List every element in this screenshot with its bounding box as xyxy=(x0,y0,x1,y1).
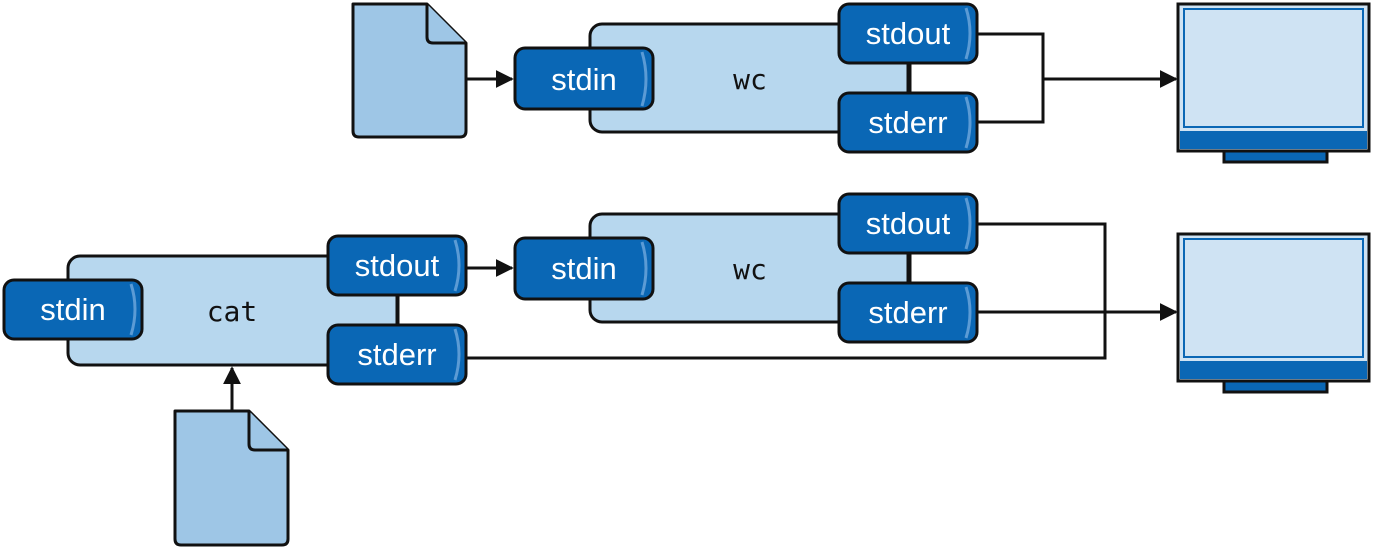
monitor-icon xyxy=(1176,2,1371,164)
stderr-stream: stderr xyxy=(326,323,468,386)
stdin-label: stdin xyxy=(551,62,616,97)
stdin-stream: stdin xyxy=(513,46,655,111)
process-label: cat xyxy=(207,295,258,328)
monitor-icon xyxy=(1176,232,1371,394)
stderr-label: stderr xyxy=(868,295,947,330)
stdout-stream: stdout xyxy=(837,2,979,65)
stderr-label: stderr xyxy=(868,105,947,140)
stderr-stream: stderr xyxy=(837,281,979,344)
stdout-stream: stdout xyxy=(326,234,468,297)
stdin-stream: stdin xyxy=(2,278,144,341)
file-icon xyxy=(173,409,290,547)
file-icon xyxy=(351,2,468,139)
stdin-stream: stdin xyxy=(513,236,655,301)
stdout-to-screen-line xyxy=(466,222,1107,360)
stdout-label: stdout xyxy=(866,16,951,51)
stderr-stream: stderr xyxy=(837,91,979,154)
bottom-pipeline: cat stdin stdout stderr xyxy=(2,192,1371,547)
stdout-to-screen-line xyxy=(977,32,1045,124)
stderr-label: stderr xyxy=(357,337,436,372)
stdin-label: stdin xyxy=(40,292,105,327)
process-wc: wc xyxy=(588,22,912,134)
stdin-label: stdin xyxy=(551,251,616,286)
stdout-label: stdout xyxy=(355,248,440,283)
stdout-label: stdout xyxy=(866,206,951,241)
stdout-stream: stdout xyxy=(837,192,979,255)
top-pipeline: wc stdin stdout stderr xyxy=(351,2,1371,164)
process-label: wc xyxy=(733,63,767,96)
process-label: wc xyxy=(733,253,767,286)
